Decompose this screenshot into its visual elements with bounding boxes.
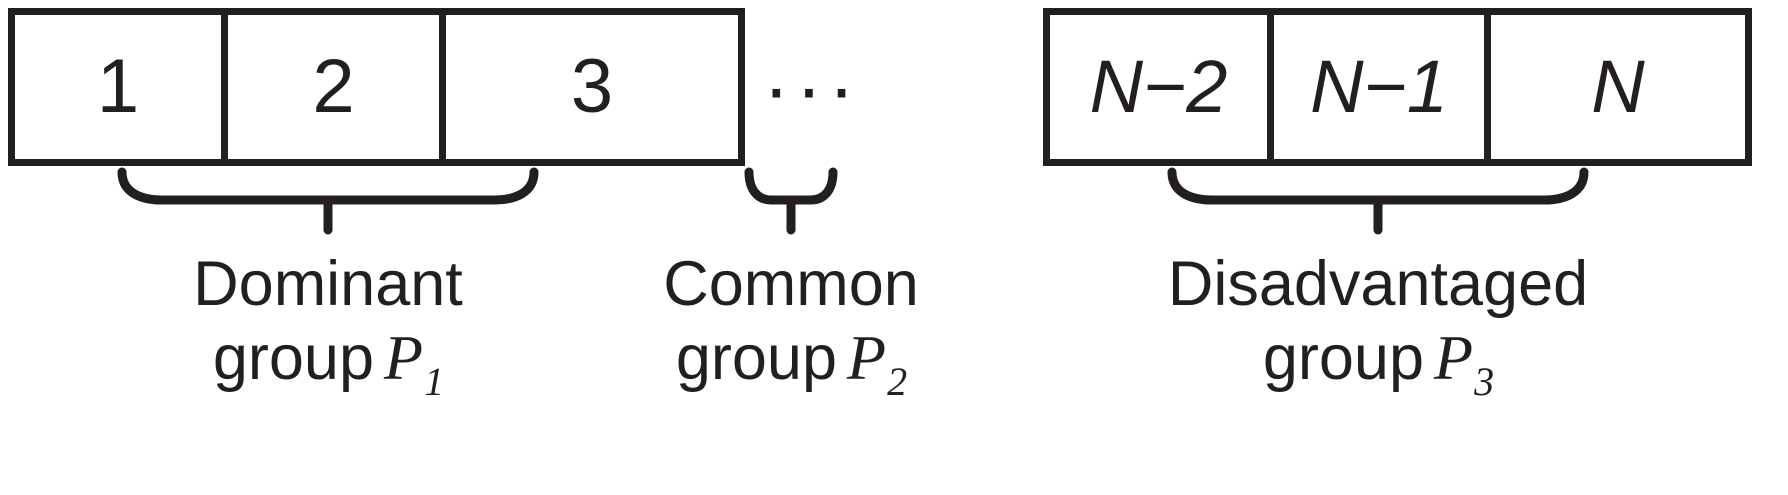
caption-dominant-group-word: group <box>212 323 375 394</box>
cell-n: N <box>1491 15 1745 159</box>
caption-common-subscript: 2 <box>887 359 908 405</box>
cell-n-minus-2: N−2 <box>1050 15 1274 159</box>
cell-3: 3 <box>446 15 738 159</box>
cell-n-label: N <box>1591 45 1645 128</box>
cell-1-label: 1 <box>96 44 140 129</box>
caption-disadvantaged-symbol: P <box>1434 322 1474 394</box>
caption-dominant-subscript: 1 <box>424 359 445 405</box>
underbrace-disadvantaged <box>1167 167 1589 235</box>
underbrace-common-path <box>744 167 838 235</box>
cell-2-label: 2 <box>312 44 355 129</box>
caption-common-symbol: P <box>847 322 887 394</box>
cell-n-minus-1: N−1 <box>1274 15 1491 159</box>
cell-2: 2 <box>228 15 446 159</box>
caption-disadvantaged-subscript: 3 <box>1474 359 1495 405</box>
cell-3-label: 3 <box>570 44 614 129</box>
cell-strip-right: N−2 N−1 N <box>1043 8 1752 166</box>
caption-common-group-word: group <box>675 323 838 394</box>
cell-n-minus-1-label: N−1 <box>1310 45 1448 128</box>
cell-strip-left: 1 2 3 <box>8 8 745 166</box>
ellipsis-between-groups: ··· <box>763 43 861 132</box>
underbrace-dominant <box>117 167 539 235</box>
caption-dominant-line1: Dominant <box>193 249 463 319</box>
caption-disadvantaged-group-word: group <box>1262 323 1425 394</box>
underbrace-dominant-path <box>117 167 539 235</box>
cell-n-minus-2-label: N−2 <box>1089 45 1228 128</box>
underbrace-common <box>744 167 838 235</box>
cell-1: 1 <box>15 15 228 159</box>
underbrace-disadvantaged-path <box>1167 167 1589 235</box>
caption-disadvantaged-line1: Disadvantaged <box>1167 249 1589 319</box>
caption-common-line1: Common <box>663 249 919 319</box>
caption-dominant-symbol: P <box>384 322 424 394</box>
